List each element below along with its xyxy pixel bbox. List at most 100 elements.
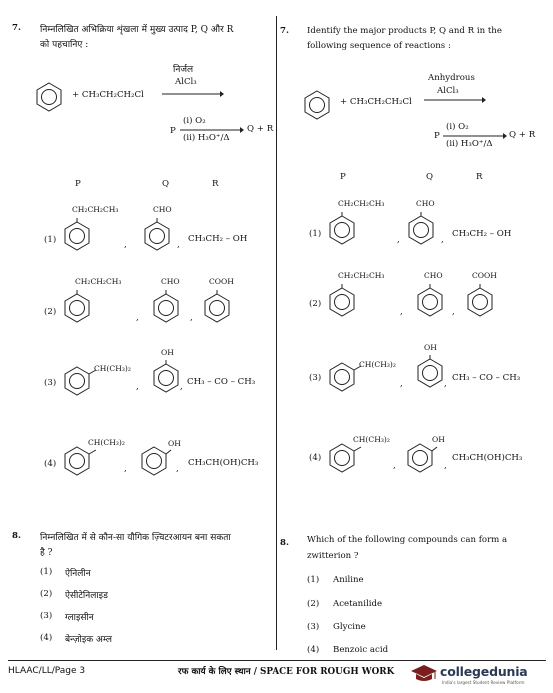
q8-option-1-label-english: (1) [307, 575, 320, 585]
option-3-q-substituent: OH [424, 343, 437, 352]
option-3-label-hindi: (3) [44, 378, 57, 388]
option-2-p-substituent: CH₂CH₂CH₃ [338, 271, 385, 280]
logo-tagline: India's largest Student Review Platform [442, 680, 525, 685]
graduation-cap-icon [411, 665, 437, 681]
option-2-p-ring [329, 284, 355, 317]
comma: , [400, 307, 403, 317]
option-1-p-substituent: CH₂CH₂CH₃ [338, 199, 385, 208]
q8-option-2-label-english: (2) [307, 599, 320, 609]
option-2-p-substituent: CH₂CH₂CH₃ [75, 277, 122, 286]
option-4-r-text: CH₃CH(OH)CH₃ [188, 458, 259, 468]
option-3-label-english: (3) [309, 373, 322, 383]
option-4-q-substituent: OH [168, 439, 181, 448]
option-4-p-ring [329, 443, 362, 473]
option-4-label-hindi: (4) [44, 459, 57, 469]
option-1-label-english: (1) [309, 229, 322, 239]
comma: , [400, 379, 403, 389]
reaction-arrow-1 [162, 91, 224, 97]
reagent-english: Anhydrous [428, 73, 475, 83]
q8-option-3-label-hindi: (3) [40, 611, 53, 621]
option-2-q-substituent: CHO [161, 277, 180, 286]
option-2-p-ring [64, 290, 90, 323]
q8-option-2-text-hindi: ऐसीटेनिलाइड [65, 591, 108, 601]
q8-option-1-label-hindi: (1) [40, 567, 53, 577]
col-p-english: P [340, 172, 346, 182]
q8-option-3-text-hindi: ग्लाइसीन [65, 613, 94, 623]
step-ii-hindi: (ii) H₃O⁺/Δ [183, 133, 230, 143]
option-3-p-ring [329, 362, 362, 392]
option-4-q-ring [141, 446, 172, 476]
q8-number-hindi: 8. [12, 531, 21, 541]
comma: , [441, 235, 444, 245]
option-1-r-text: CH₃CH₂ – OH [452, 229, 512, 239]
comma: , [444, 461, 447, 471]
option-3-q-ring [417, 355, 443, 388]
q7-number-english: 7. [280, 26, 289, 36]
option-4-q-ring [407, 443, 438, 473]
q7-hindi-text-line2: को पहचानिए : [40, 40, 89, 50]
col-r-english: R [476, 172, 483, 182]
q7-english-text-line2: following sequence of reactions : [307, 41, 451, 51]
option-2-q-ring [417, 284, 443, 317]
comma: , [176, 464, 179, 474]
reagent-hindi: निर्जल [173, 65, 194, 75]
q8-option-3-text-english: Glycine [333, 622, 366, 632]
col-q-hindi: Q [162, 179, 170, 189]
option-3-r-text: CH₃ – CO – CH₃ [187, 377, 256, 387]
comma: , [190, 313, 193, 323]
benzene-ring-reactant [304, 90, 330, 120]
q8-option-4-text-english: Benzoic acid [333, 645, 389, 655]
p-letter-english: P [434, 131, 440, 141]
option-3-q-ring [153, 360, 179, 393]
q8-option-1-text-english: Aniline [333, 575, 364, 585]
q8-option-4-label-hindi: (4) [40, 633, 53, 643]
q8-option-3-label-english: (3) [307, 622, 320, 632]
reaction-arrow-1 [424, 97, 486, 103]
option-1-q-substituent: CHO [153, 205, 172, 214]
q8-option-2-label-hindi: (2) [40, 589, 53, 599]
comma: , [180, 382, 183, 392]
step-i-hindi: (i) O₂ [183, 116, 206, 126]
option-4-label-english: (4) [309, 453, 322, 463]
q8-hindi-text-line2: है ? [40, 548, 53, 558]
q8-option-1-text-hindi: ऐनिलीन [65, 569, 91, 579]
q7-number-hindi: 7. [12, 23, 21, 33]
option-4-r-text: CH₃CH(OH)CH₃ [452, 453, 523, 463]
option-2-r-substituent: COOH [209, 277, 234, 286]
comma: , [397, 235, 400, 245]
col-p-hindi: P [75, 179, 81, 189]
option-2-r-substituent: COOH [472, 271, 497, 280]
comma: , [136, 313, 139, 323]
comma: , [444, 379, 447, 389]
reagent-alcl3-english: AlCl₃ [437, 86, 459, 96]
option-1-p-ring [64, 218, 90, 251]
q7-english-text-line1: Identify the major products P, Q and R i… [307, 26, 502, 36]
benzene-ring-reactant [36, 82, 62, 112]
step-i-english: (i) O₂ [446, 122, 469, 132]
footer-rule [8, 660, 546, 661]
q8-option-2-text-english: Acetanilide [333, 599, 383, 609]
collegedunia-logo: collegedunia India's largest Student Rev… [408, 662, 548, 690]
option-1-q-substituent: CHO [416, 199, 435, 208]
comma: , [177, 240, 180, 250]
comma: , [124, 240, 127, 250]
rough-work-label: रफ कार्य के लिए स्थान / SPACE FOR ROUGH … [178, 667, 395, 677]
q8-option-4-text-hindi: बेन्ज़ोइक अम्ल [65, 635, 112, 645]
q-plus-r-english: Q + R [509, 130, 536, 140]
q8-english-text-line1: Which of the following compounds can for… [307, 535, 508, 545]
q7-reactant-english: + CH₃CH₂CH₂Cl [340, 97, 412, 107]
p-letter-hindi: P [170, 126, 176, 136]
option-1-label-hindi: (1) [44, 235, 57, 245]
option-2-r-ring [467, 284, 493, 317]
option-2-r-ring [204, 290, 230, 323]
option-2-q-substituent: CHO [424, 271, 443, 280]
option-1-q-ring [144, 218, 170, 251]
col-q-english: Q [426, 172, 434, 182]
q8-english-text-line2: zwitterion ? [307, 551, 359, 561]
column-divider [276, 16, 277, 650]
comma: , [124, 464, 127, 474]
q7-reactant-hindi: + CH₃CH₂CH₂Cl [72, 90, 144, 100]
page-code: HLAAC/LL/Page 3 [8, 666, 86, 676]
option-3-p-substituent: CH(CH₃)₂ [94, 364, 131, 373]
option-4-p-substituent: CH(CH₃)₂ [353, 435, 390, 444]
